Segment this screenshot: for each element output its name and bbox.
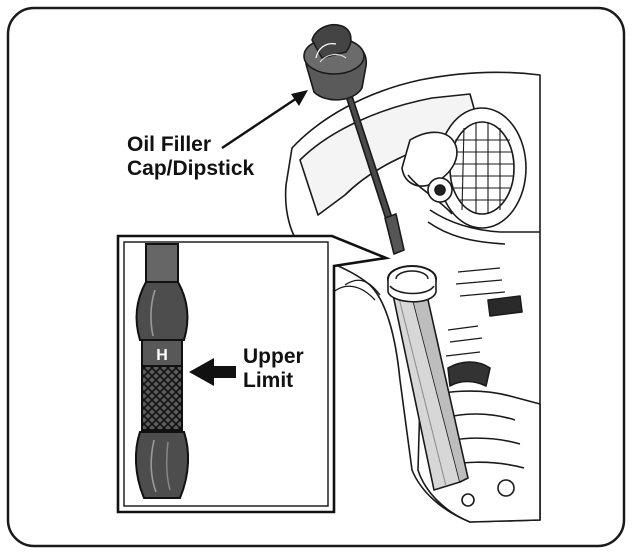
oil-filler-label-line2: Cap/Dipstick: [127, 157, 254, 181]
upper-limit-label-line1: Upper: [243, 345, 304, 369]
oil-filler-label: Oil Filler Cap/Dipstick: [127, 133, 254, 181]
oil-filler-label-line1: Oil Filler: [127, 133, 254, 157]
dipstick-mark-h: H: [156, 347, 168, 364]
upper-limit-label-line2: Limit: [243, 369, 304, 393]
upper-limit-label: Upper Limit: [243, 345, 304, 393]
